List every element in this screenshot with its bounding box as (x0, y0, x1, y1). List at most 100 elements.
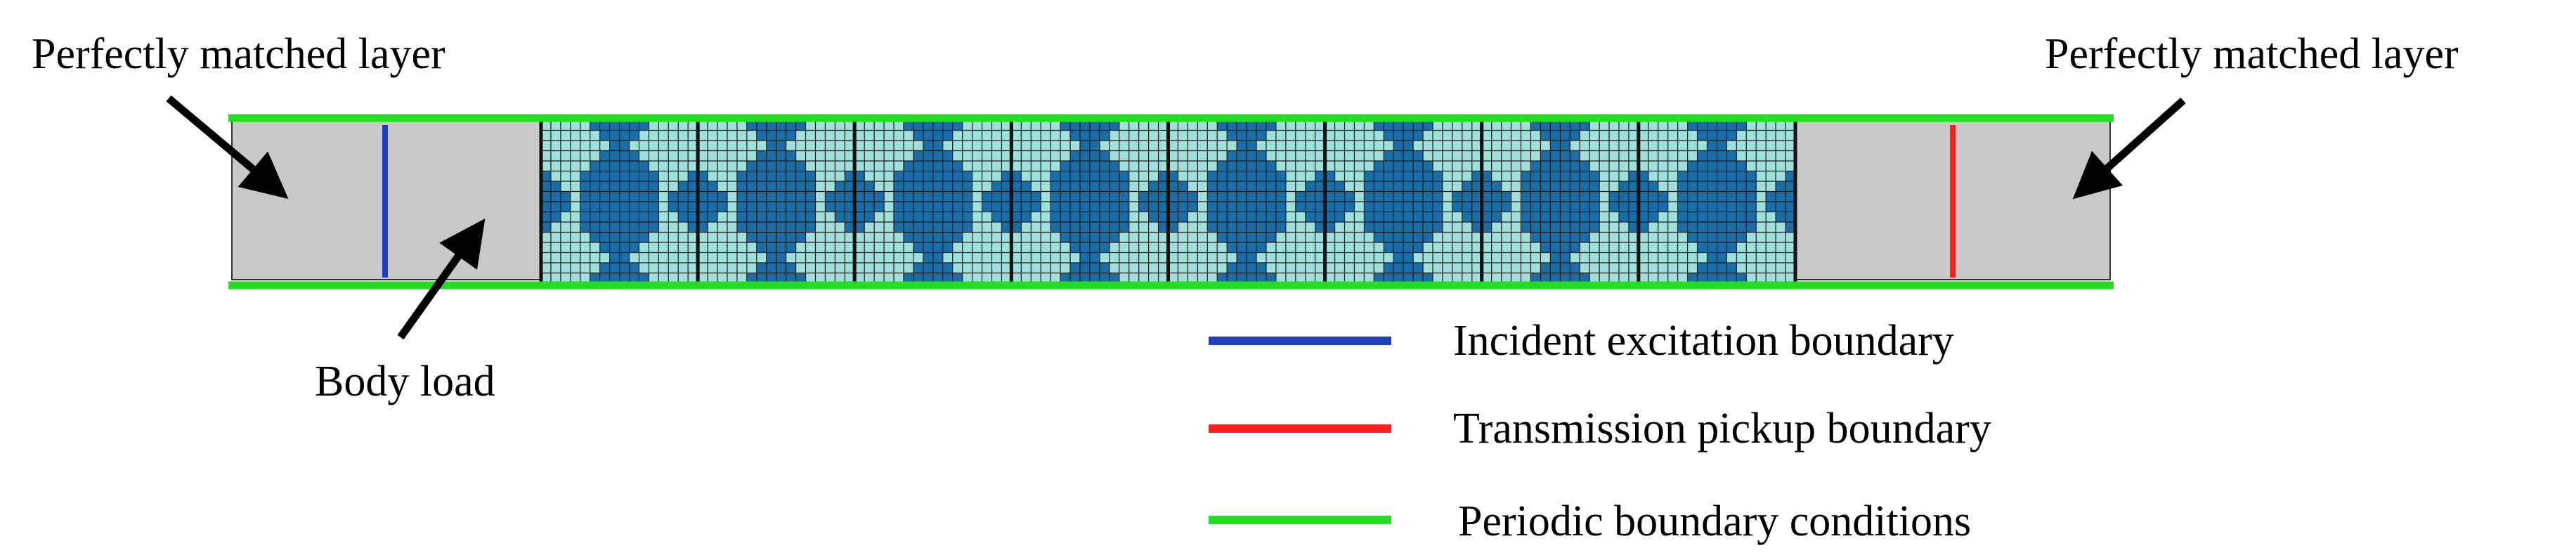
cell-inclusion-element (1001, 171, 1012, 182)
cell-inclusion-element (1746, 211, 1757, 223)
unit-cell (696, 118, 857, 285)
cell-inclusion-element (550, 191, 561, 202)
cell-inclusion-element (1697, 191, 1707, 202)
cell-inclusion-element (1736, 161, 1747, 171)
cell-inclusion-element (1560, 191, 1570, 202)
cell-inclusion-element (1471, 181, 1483, 192)
cell-inclusion-element (1530, 222, 1541, 233)
cell-inclusion-element (629, 150, 639, 162)
cell-inclusion-element (1736, 202, 1747, 212)
cell-inclusion-element (1089, 141, 1100, 151)
cell-inclusion-element (1021, 202, 1032, 212)
cell-inclusion-element (1001, 181, 1012, 192)
cell-inclusion-element (746, 191, 757, 202)
cell-inclusion-element (1089, 263, 1100, 273)
cell-inclusion-element (932, 120, 944, 131)
cell-inclusion-element (1325, 211, 1335, 223)
cell-inclusion-element (1099, 232, 1110, 243)
cell-inclusion-element (1580, 191, 1590, 202)
cell-inclusion-element (580, 171, 591, 182)
cell-inclusion-element (1266, 161, 1277, 171)
unit-cell (1009, 118, 1170, 285)
cell-inclusion-element (952, 273, 963, 284)
cell-inclusion-element (639, 202, 649, 212)
cell-inclusion-element (756, 202, 767, 212)
cell-inclusion-element (756, 211, 767, 223)
cell-inclusion-element (1707, 273, 1717, 284)
cell-inclusion-element (1158, 181, 1169, 192)
cell-inclusion-element (1119, 191, 1130, 202)
cell-inclusion-element (1227, 263, 1237, 273)
cell-inclusion-element (1697, 150, 1707, 162)
cell-inclusion-element (1384, 273, 1394, 284)
cell-inclusion-element (1207, 202, 1218, 212)
cell-inclusion-element (629, 222, 639, 233)
cell-inclusion-element (1462, 191, 1473, 202)
cell-inclusion-element (1638, 171, 1649, 182)
cell-inclusion-element (1452, 191, 1463, 202)
cell-inclusion-element (1315, 222, 1325, 233)
cell-inclusion-element (932, 232, 944, 243)
cell-inclusion-element (845, 202, 855, 212)
cell-inclusion-element (746, 222, 757, 233)
cell-inclusion-element (1403, 130, 1414, 141)
cell-inclusion-element (629, 181, 639, 192)
cell-inclusion-element (1099, 161, 1110, 171)
cell-inclusion-element (1618, 181, 1629, 192)
cell-inclusion-element (1393, 273, 1404, 284)
cell-inclusion-element (1697, 222, 1707, 233)
cell-inclusion-element (1560, 252, 1570, 263)
cell-inclusion-element (1550, 273, 1561, 284)
cell-inclusion-element (1697, 161, 1707, 171)
cell-inclusion-element (1423, 211, 1433, 223)
cell-inclusion-element (894, 222, 904, 233)
legend: Incident excitation boundary Transmissio… (1209, 317, 1991, 545)
cell-inclusion-element (1050, 202, 1061, 212)
cell-inclusion-element (1079, 252, 1091, 263)
cell-inclusion-element (932, 252, 944, 263)
cell-inclusion-element (1736, 191, 1747, 202)
cell-inclusion-element (1334, 202, 1345, 212)
cell-inclusion-element (952, 191, 963, 202)
cell-inclusion-element (991, 181, 1002, 192)
cell-inclusion-element (649, 171, 659, 182)
cell-inclusion-element (1011, 211, 1022, 223)
cell-inclusion-element (923, 232, 934, 243)
cell-inclusion-element (1217, 181, 1228, 192)
cell-inclusion-element (932, 130, 944, 141)
cell-inclusion-element (903, 181, 914, 192)
cell-inclusion-element (776, 120, 786, 131)
cell-inclusion-element (1011, 202, 1022, 212)
cell-inclusion-element (1560, 171, 1570, 182)
cell-inclusion-element (903, 273, 914, 284)
cell-inclusion-element (1384, 191, 1394, 202)
cell-inclusion-element (1256, 150, 1267, 162)
cell-inclusion-element (639, 211, 649, 223)
cell-inclusion-element (1374, 273, 1384, 284)
cell-inclusion-element (629, 273, 639, 284)
cell-inclusion-element (1031, 202, 1041, 212)
cell-inclusion-element (1119, 202, 1130, 212)
cell-inclusion-element (1580, 171, 1590, 182)
cell-inclusion-element (1785, 211, 1796, 223)
cell-inclusion-element (1119, 181, 1130, 192)
cell-inclusion-element (1413, 222, 1424, 233)
cell-inclusion-element (1109, 202, 1120, 212)
cell-inclusion-element (756, 232, 767, 243)
cell-inclusion-element (1423, 181, 1433, 192)
cell-inclusion-element (629, 191, 639, 202)
cell-inclusion-element (1471, 222, 1483, 233)
cell-inclusion-element (1011, 171, 1022, 182)
cell-inclusion-element (1423, 273, 1433, 284)
cell-inclusion-element (1481, 171, 1492, 182)
cell-inclusion-element (1237, 242, 1247, 253)
cell-inclusion-element (942, 232, 954, 243)
cell-inclusion-element (1717, 130, 1727, 141)
cell-inclusion-element (1648, 211, 1659, 223)
cell-inclusion-element (599, 232, 610, 243)
cell-inclusion-element (1148, 211, 1159, 223)
cell-inclusion-element (1178, 181, 1188, 192)
cell-inclusion-element (1697, 242, 1707, 253)
cell-inclusion-element (1374, 202, 1384, 212)
cell-inclusion-element (1305, 191, 1315, 202)
